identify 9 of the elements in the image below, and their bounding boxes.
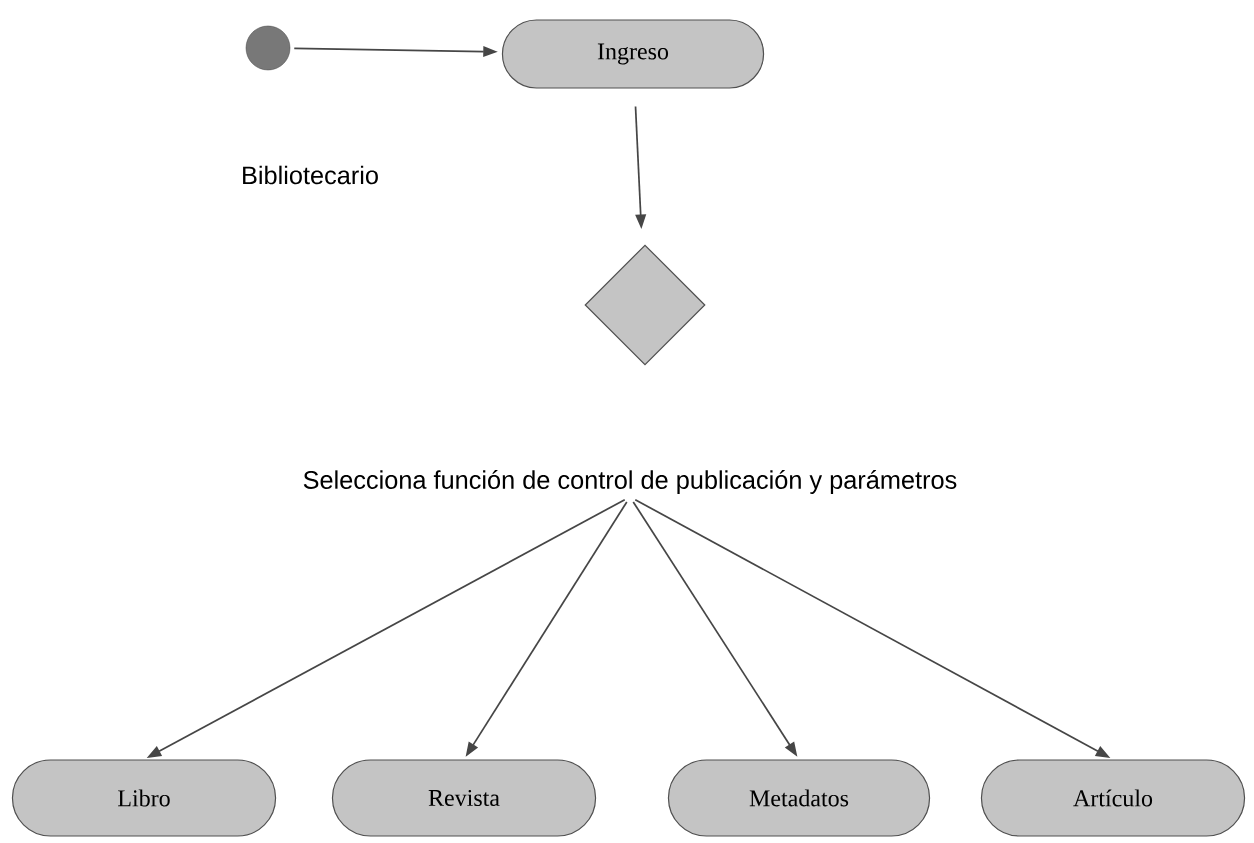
start-circle <box>245 25 291 71</box>
rounded-box: Libro <box>11 759 277 837</box>
rounded-box: Artículo <box>980 759 1246 837</box>
decision-diamond <box>584 244 706 366</box>
rounded-box: Ingreso <box>501 19 765 89</box>
step-text: Selecciona función de control de publicación y parámetros <box>303 470 957 494</box>
rounded-box: Metadatos <box>667 759 931 837</box>
rounded-box: Revista <box>331 759 597 837</box>
actor-label: Bibliotecario <box>243 165 378 185</box>
